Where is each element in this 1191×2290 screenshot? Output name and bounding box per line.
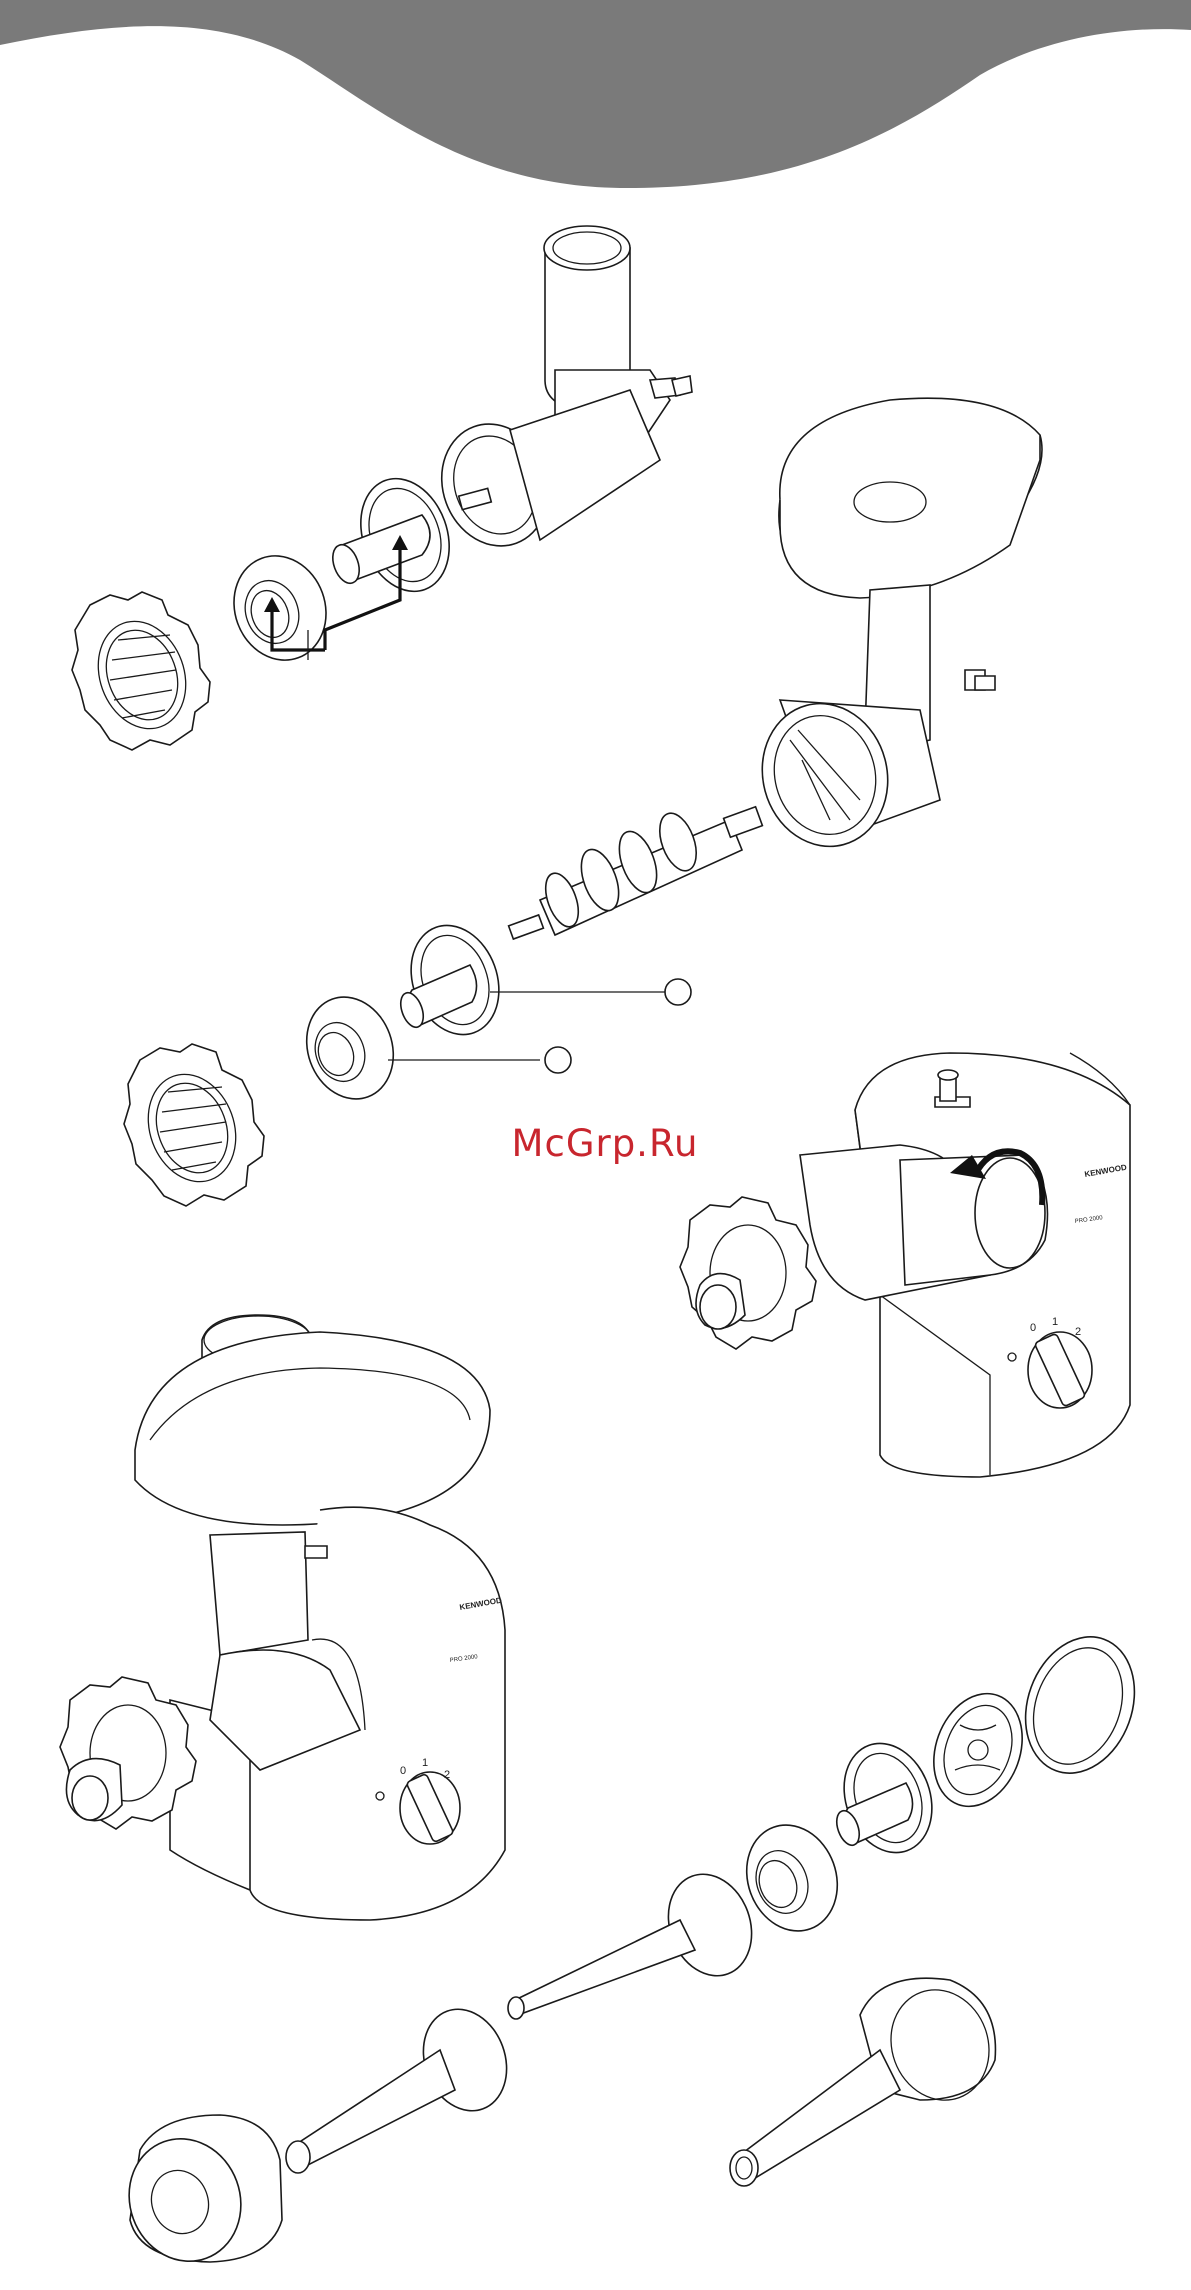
kebbe-plate bbox=[919, 1681, 1038, 1819]
kebbe-cone bbox=[730, 1976, 1004, 2186]
dial-label-0: 0 bbox=[1030, 1322, 1036, 1334]
sausage-plate bbox=[829, 1731, 946, 1865]
mincer-ring-nut bbox=[124, 1044, 264, 1206]
dial-label-1: 1 bbox=[1052, 1316, 1058, 1328]
mincer-head-body bbox=[746, 585, 995, 861]
tray-assembled bbox=[135, 1332, 490, 1525]
worm-shaft bbox=[509, 807, 763, 939]
sausage-nozzle-long bbox=[508, 1862, 765, 2019]
mincer-tray bbox=[779, 398, 1042, 598]
mincer-cutting-plate bbox=[396, 913, 691, 1047]
figure-attach-mincer: 0 1 2 KENWOOD PRO 2000 bbox=[690, 1045, 1140, 1485]
watermark-text: McGrp.Ru bbox=[500, 1122, 710, 1165]
ring-nut-assembled bbox=[680, 1197, 816, 1349]
dial-label-2: 2 bbox=[1075, 1326, 1081, 1338]
figure-sausage-attachments bbox=[120, 1620, 1150, 2270]
seal-ring bbox=[1007, 1621, 1153, 1788]
kebbe-shaper bbox=[112, 2115, 282, 2277]
sausage-nozzle-short bbox=[286, 1997, 520, 2173]
header-wave-band bbox=[0, 0, 1191, 200]
